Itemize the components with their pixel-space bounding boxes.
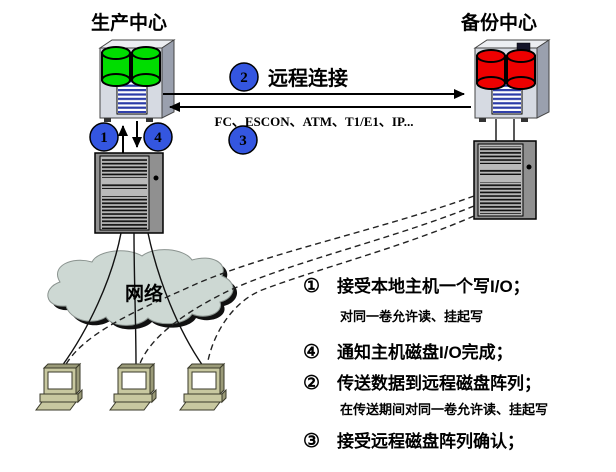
svg-text:3: 3 (239, 133, 247, 149)
step-list: ① 接受本地主机一个写I/O； 对同一卷允许读、挂起写 ④ 通知主机磁盘I/O完… (303, 276, 548, 452)
client-link-line (61, 232, 122, 367)
remote-link-label: 远程连接 (268, 66, 348, 90)
step-2-text: 传送数据到远程磁盘阵列； (336, 373, 541, 393)
recovery-path-dashed (206, 215, 475, 367)
link-protocols-label: FC、ESCON、ATM、T1/E1、IP... (215, 114, 414, 129)
production-server-icon (94, 152, 164, 234)
client-computer-icon (35, 363, 83, 411)
step-badge-3: 3 (228, 125, 258, 155)
step-2-note: 在传送期间对同一卷允许读、挂起写 (340, 402, 548, 417)
step-4-number: ④ (303, 342, 320, 363)
client-computer-icon (179, 363, 227, 411)
step-badge-2: 2 (229, 62, 259, 92)
svg-text:2: 2 (240, 70, 248, 86)
step-4-text: 通知主机磁盘I/O完成； (337, 342, 513, 362)
svg-text:4: 4 (154, 130, 162, 146)
recovery-path-dashed (64, 195, 475, 367)
step-3-number: ③ (303, 431, 320, 452)
recovery-path-dashed (138, 205, 475, 367)
backup-server-icon (473, 140, 537, 220)
network-label: 网络 (125, 282, 163, 305)
backup-storage-array-icon (473, 39, 551, 122)
step-2-number: ② (303, 373, 320, 394)
step-1-note: 对同一卷允许读、挂起写 (340, 309, 483, 324)
step-1-number: ① (303, 276, 320, 297)
step-badge-1: 1 (89, 122, 119, 152)
step-3-text: 接受远程磁盘阵列确认； (337, 431, 524, 451)
network-cloud-icon (47, 249, 238, 330)
production-storage-array-icon (98, 39, 176, 122)
client-link-line (147, 232, 204, 367)
red-disk-cylinders-icon (476, 49, 536, 90)
client-computer-icon (109, 363, 157, 411)
backup-center-title: 备份中心 (460, 11, 537, 34)
green-disk-cylinders-icon (101, 46, 161, 87)
step-badge-4: 4 (143, 122, 173, 152)
production-center-title: 生产中心 (91, 11, 167, 34)
step-1-text: 接受本地主机一个写I/O； (337, 276, 530, 296)
client-link-line (133, 232, 137, 367)
svg-text:1: 1 (100, 130, 108, 146)
